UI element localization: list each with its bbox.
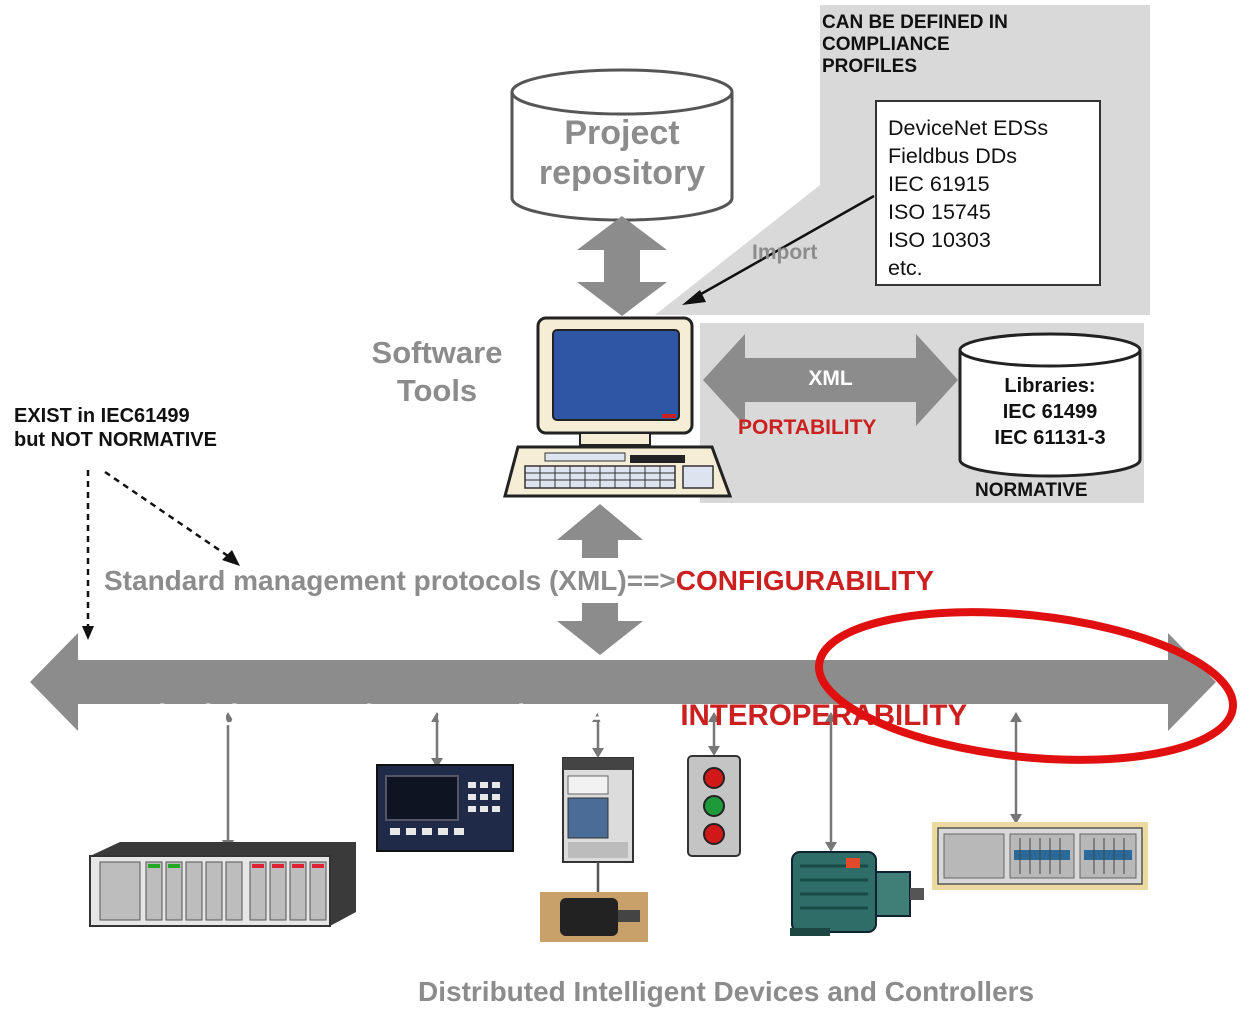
list-item: ISO 10303 [888,228,991,252]
repository-label: Project repository [512,113,732,193]
list-item: Fieldbus DDs [888,144,1018,168]
exist-note: EXIST in IEC61499 but NOT NORMATIVE [14,404,217,452]
libraries-line: IEC 61499 [1002,401,1098,423]
software-tools-line: Tools [396,373,478,408]
xml-label: XML [808,367,853,390]
footer-caption: Distributed Intelligent Devices and Cont… [418,976,1035,1007]
repository-cylinder-icon [510,68,734,222]
management-down-arrow [557,603,643,655]
configurability-label: CONFIGURABILITY [675,565,934,596]
compliance-list-box [875,100,1101,286]
management-protocols-label: Standard management protocols (XML)==>CO… [104,565,934,597]
exist-note-line: EXIST in IEC61499 [14,405,190,427]
data-transfer-bus [30,633,1216,731]
list-item: DeviceNet EDSs [888,116,1049,140]
compliance-list: DeviceNet EDSs Fieldbus DDs IEC 61915 IS… [888,114,1048,282]
compliance-heading-line: PROFILES [822,56,918,77]
normative-label: NORMATIVE [975,480,1088,501]
management-protocols-text: Standard management protocols (XML)==> [104,565,676,596]
small-motor-icon [540,892,648,942]
repository-label-line: Project [564,114,680,152]
software-tools-label: Software Tools [352,334,522,410]
libraries-cylinder-icon [958,332,1142,478]
interoperability-label: INTEROPERABILITY [680,699,968,732]
libraries-line: IEC 61131-3 [994,427,1106,449]
exist-note-line: but NOT NORMATIVE [14,429,217,451]
hmi-panel-icon [376,764,514,852]
list-item: etc. [888,256,923,280]
data-transfer-label: Standard data transfer protocol ==>ASN.1… [68,665,967,733]
repository-tools-arrow [577,216,667,316]
libraries-label: Libraries: IEC 61499 IEC 61131-3 [960,373,1140,451]
drive-unit-icon [562,757,634,863]
compliance-heading-line: COMPLIANCE [822,34,950,55]
xml-double-arrow [703,334,958,426]
compliance-heading: CAN BE DEFINED IN COMPLIANCE PROFILES [822,12,1008,78]
plc-rack-icon [89,842,356,927]
import-label: Import [752,241,818,264]
import-arrow-icon [682,194,875,305]
libraries-line: Libraries: [1004,375,1096,397]
management-up-arrow [557,504,643,558]
motor-icon [790,851,924,936]
list-item: IEC 61915 [888,172,990,196]
computer-icon [503,316,733,498]
note-dashed-arrows [86,470,229,628]
io-terminal-block-icon [932,822,1148,890]
compliance-heading-line: CAN BE DEFINED IN [822,12,1008,33]
software-tools-line: Software [371,335,503,370]
pushbutton-station-icon [687,755,741,857]
list-item: ISO 15745 [888,200,991,224]
portability-label: PORTABILITY [738,416,877,439]
repository-label-line: repository [538,154,706,192]
data-transfer-text: Standard data transfer protocol ==>ASN.1 [84,699,681,732]
